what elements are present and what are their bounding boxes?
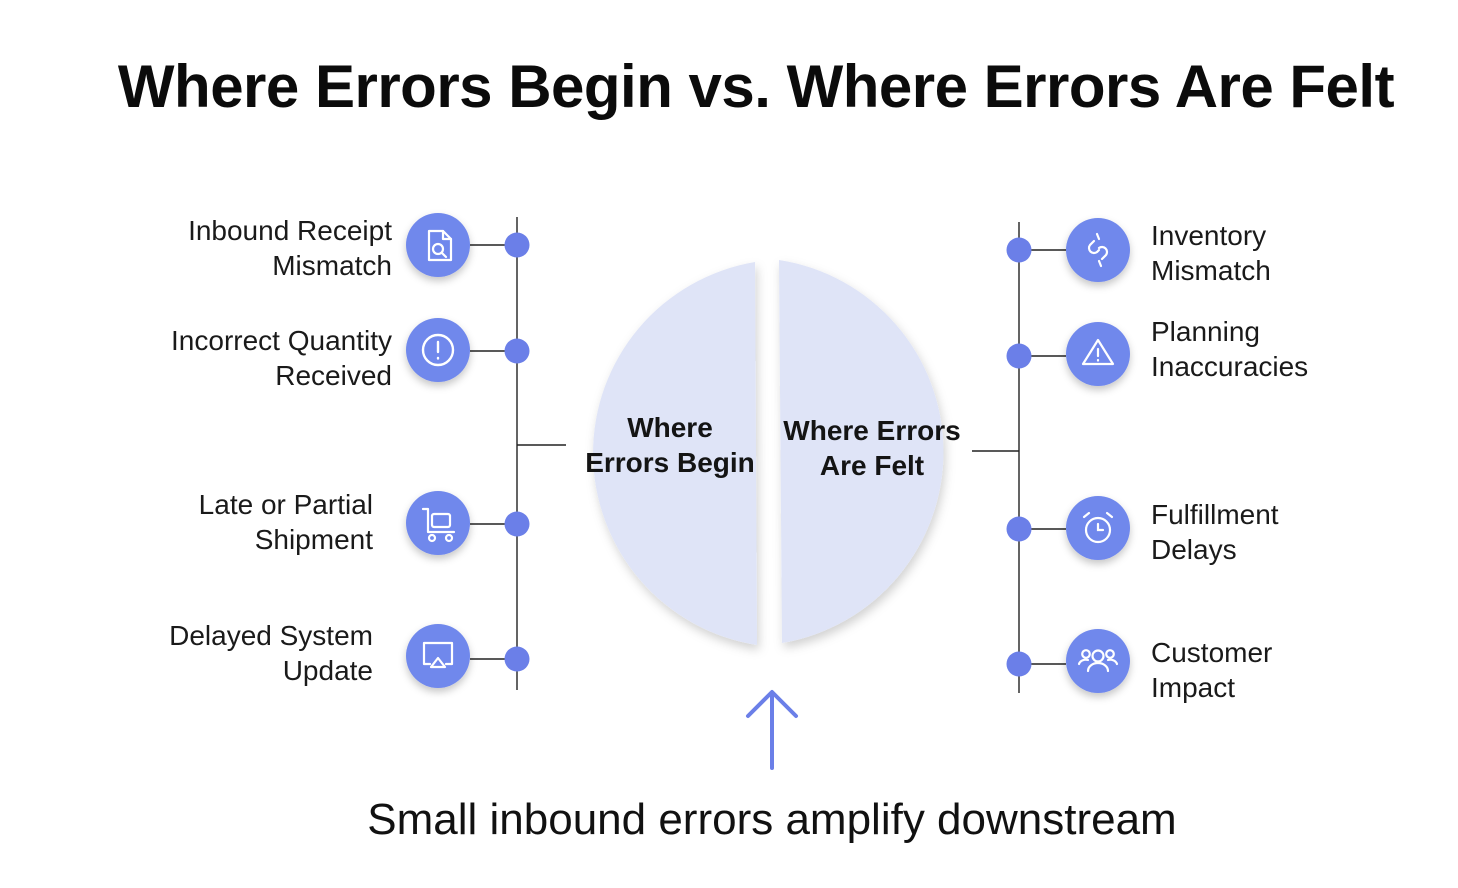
timeline-dot [1006,237,1032,263]
right-item [1006,629,1130,693]
caption: Small inbound errors amplify downstream [367,795,1177,844]
left-item-label: Delayed System Update [169,620,373,686]
timeline-dot [504,232,530,258]
timeline-dot [504,338,530,364]
right-item [1006,322,1130,386]
left-item-label: Late or Partial Shipment [198,489,373,555]
up-arrow-icon [746,690,798,770]
monitor-icon [406,624,470,688]
right-item [1006,496,1130,560]
timeline-dot [1006,343,1032,369]
timeline-dot [504,646,530,672]
left-item-label: Inbound Receipt Mismatch [188,215,392,281]
right-item-label: Customer Impact [1151,637,1273,703]
left-item-label: Incorrect Quantity Received [171,325,392,391]
right-item-label: Fulfillment Delays [1151,499,1279,565]
timeline-dot [1006,516,1032,542]
right-item-label: Inventory Mismatch [1151,220,1271,286]
left-item [406,491,530,555]
left-half-label: Where Errors Begin [585,412,755,478]
left-item [406,213,530,277]
timeline-dot [1006,651,1032,677]
cart-icon [406,491,470,555]
left-item [406,624,530,688]
page-title: Where Errors Begin vs. Where Errors Are … [117,53,1395,120]
timeline-dot [504,511,530,537]
right-half-label: Where Errors Are Felt [783,415,961,481]
right-item [1006,218,1130,282]
left-half-circle [593,262,757,645]
right-half-circle [779,260,944,643]
left-item [406,318,530,382]
right-item-label: Planning Inaccuracies [1151,316,1309,382]
